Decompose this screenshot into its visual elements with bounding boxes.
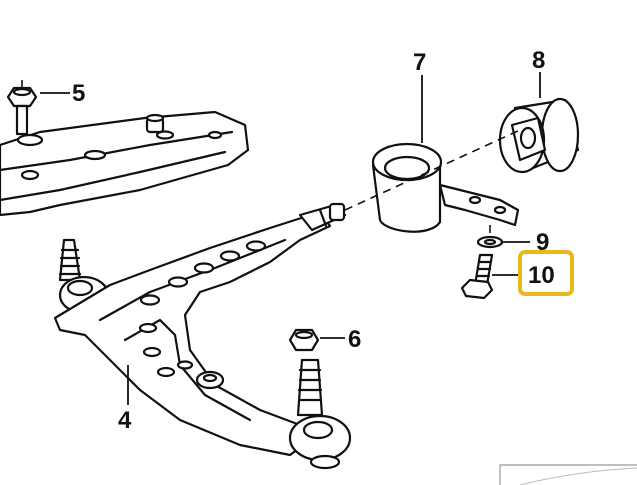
leader-lines — [40, 72, 541, 405]
frame-corner — [499, 464, 637, 485]
washer-9 — [476, 235, 504, 249]
label-7: 7 — [413, 49, 426, 76]
bolt-10 — [460, 253, 494, 300]
subframe-plate — [0, 110, 250, 217]
ball-joint-left — [58, 238, 110, 315]
nut-5 — [6, 86, 44, 147]
axis-lines — [21, 80, 521, 238]
label-9: 9 — [536, 229, 549, 256]
highlight-box — [518, 250, 574, 296]
frame-curve — [519, 467, 637, 485]
label-10: 10 — [528, 262, 555, 289]
bracket-7 — [371, 142, 520, 233]
label-6: 6 — [348, 326, 361, 353]
label-5: 5 — [72, 80, 85, 107]
ball-joint-right — [288, 358, 352, 470]
label-8: 8 — [532, 47, 545, 74]
bushing-8 — [498, 97, 580, 174]
nut-6 — [288, 328, 320, 352]
label-4: 4 — [118, 407, 132, 434]
